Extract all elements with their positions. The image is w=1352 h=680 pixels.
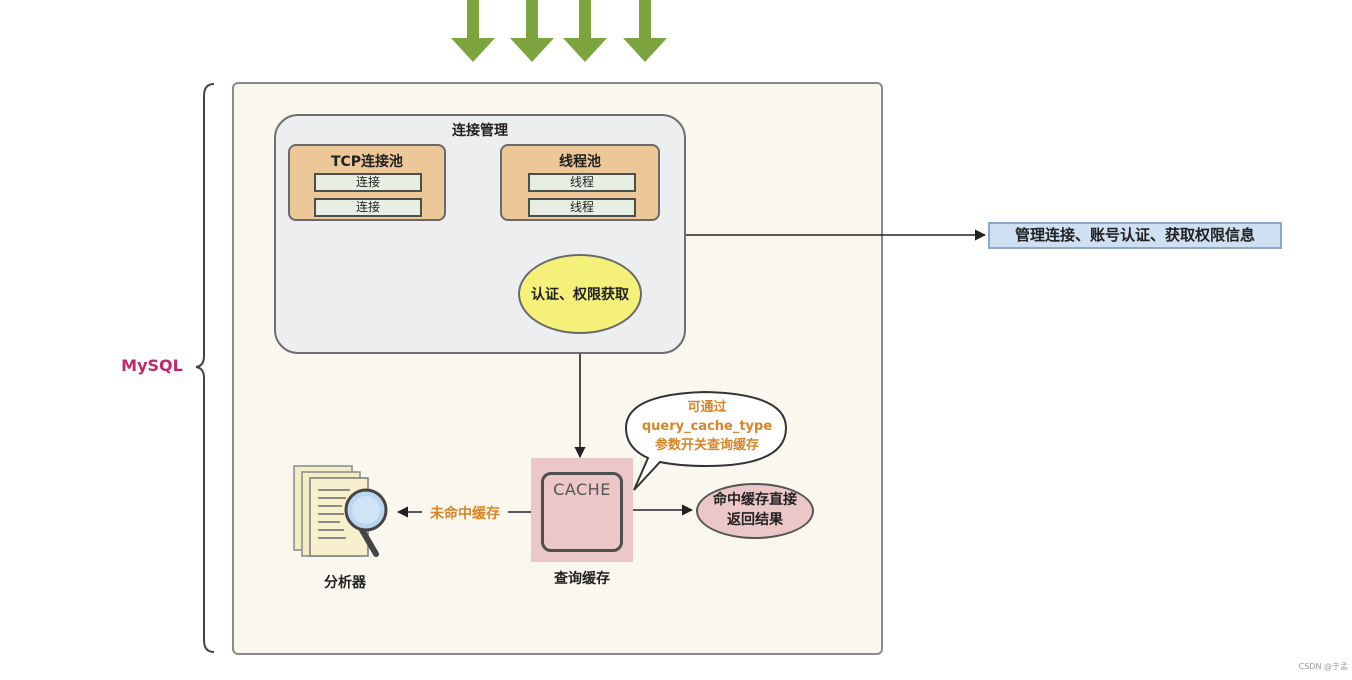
tcp-pool-item: 连接	[314, 198, 422, 217]
mysql-brace	[195, 83, 215, 653]
input-arrow-2	[510, 0, 554, 62]
cache-note-line: query_cache_type	[641, 419, 773, 434]
connection-manager-title: 连接管理	[452, 123, 508, 139]
tcp-pool-title: TCP连接池	[330, 154, 404, 170]
cache-note-bubble	[624, 390, 788, 491]
analyzer-label: 分析器	[324, 575, 366, 591]
input-arrow-1	[451, 0, 495, 62]
analyzer-icon	[293, 465, 388, 557]
thread-pool-title: 线程池	[559, 154, 601, 170]
mysql-label: MySQL	[121, 356, 183, 375]
cache-hit-line: 命中缓存直接	[713, 492, 797, 508]
input-arrow-4	[623, 0, 667, 62]
cache-note-line: 可通过	[687, 400, 727, 415]
tcp-pool-item: 连接	[314, 173, 422, 192]
auth-permission-label: 认证、权限获取	[531, 287, 629, 303]
cache-hit-line: 返回结果	[727, 512, 783, 528]
thread-pool: 线程池 线程 线程	[500, 144, 660, 221]
cache-note-line: 参数开关查询缓存	[654, 438, 759, 453]
input-arrow-3	[563, 0, 607, 62]
auth-permission-node: 认证、权限获取	[518, 254, 642, 334]
cache-miss-label: 未命中缓存	[422, 503, 508, 523]
query-cache-label: 查询缓存	[554, 571, 610, 587]
input-arrows	[451, 0, 667, 62]
cache-box-text: CACHE	[553, 480, 611, 499]
thread-pool-item: 线程	[528, 173, 636, 192]
connection-manager-description: 管理连接、账号认证、获取权限信息	[988, 222, 1282, 249]
thread-pool-item: 线程	[528, 198, 636, 217]
cache-hit-node	[696, 483, 814, 539]
watermark: CSDN @于孟	[1298, 662, 1348, 671]
cache-note-text: 可通过 query_cache_type 参数开关查询缓存	[628, 398, 786, 455]
cache-hit-text: 命中缓存直接 返回结果	[696, 490, 814, 530]
cache-box	[541, 472, 623, 552]
tcp-connection-pool: TCP连接池 连接 连接	[288, 144, 446, 221]
